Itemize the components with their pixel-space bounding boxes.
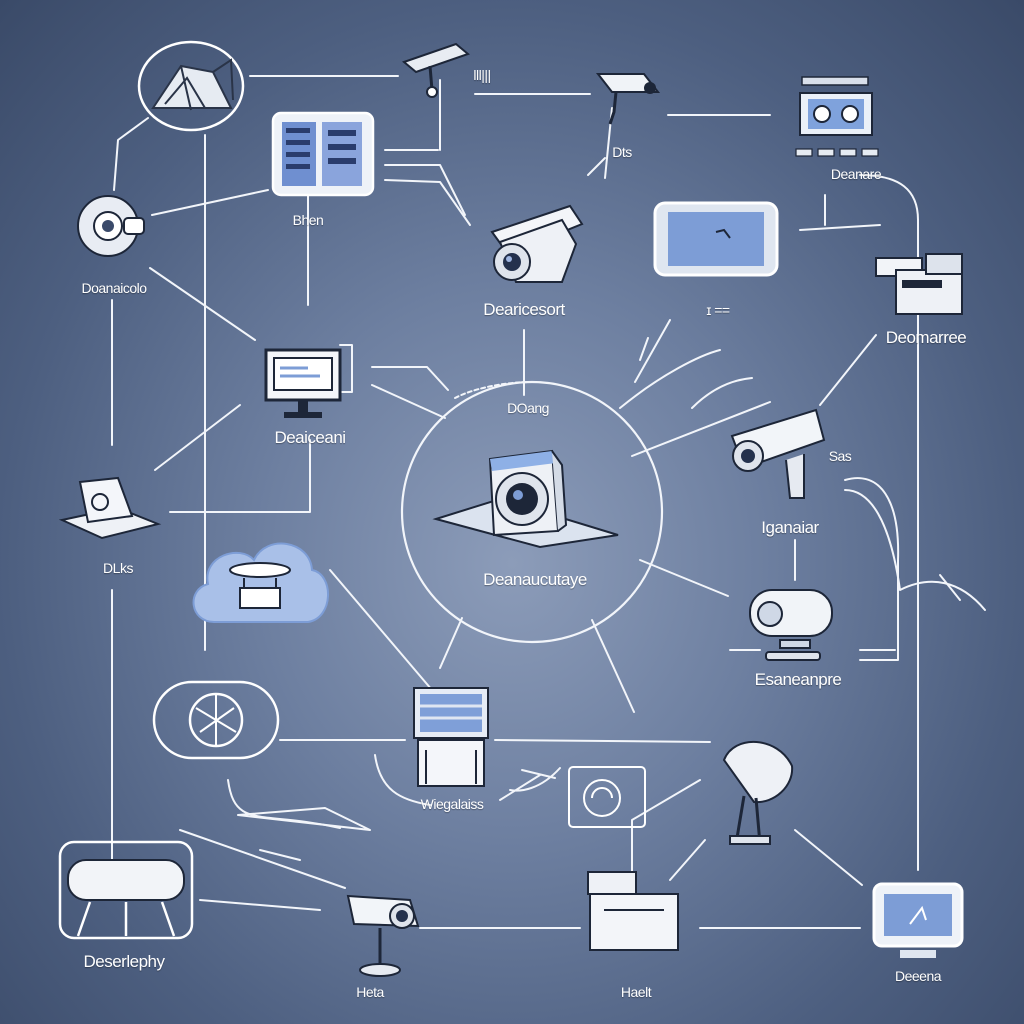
scanner-label: DLks (103, 560, 133, 576)
projector-right-label: Esaneanpre (754, 670, 842, 689)
cloud-router-icon (192, 542, 329, 623)
fridge-icon (413, 687, 489, 787)
monitor-left-icon (264, 348, 342, 418)
appliance-icon (587, 871, 679, 951)
security-camera-icon (595, 73, 661, 125)
fridge-center-label: Wiegalaiss (420, 796, 484, 812)
control-panel-icon (271, 111, 375, 197)
rail-camera-icon (401, 42, 471, 98)
printer-right-label: Deomarree (885, 328, 967, 347)
tent-icon (137, 40, 245, 132)
camera-bottom-icon (346, 894, 420, 977)
box-right-top-label: Deanare (830, 166, 882, 182)
monitor-bottom-label: Deeena (894, 968, 942, 984)
air-unit-icon (58, 840, 194, 940)
panel-label: Bhen (292, 212, 324, 228)
monitor-bottom-icon (872, 882, 964, 958)
camera-bottom-label: Heta (356, 984, 384, 1000)
fan-icon (152, 680, 280, 760)
small-label-mid: ɪ == (706, 302, 730, 318)
camera-right-icon (730, 408, 826, 499)
tablet-icon (653, 201, 779, 277)
camera-right-label: Iganaiar (761, 518, 819, 537)
monitor-left-label: Deaiceani (274, 428, 346, 447)
camera-center-label: Dearicesort (483, 300, 565, 319)
media-box-icon (795, 76, 879, 157)
projector-icon (749, 589, 833, 661)
camera-top-mid-label: Dts (612, 144, 632, 160)
kitchen-bottom-label: Haelt (620, 984, 652, 1000)
thermostat-icon (568, 766, 646, 828)
printer-icon (875, 253, 963, 315)
scanner-icon (58, 476, 162, 540)
lens-left-label: Doanaicolo (81, 280, 147, 296)
camera-right-small: Sas (828, 448, 852, 464)
hub-title: DOang (507, 400, 549, 416)
tube-left-label: Deserlephy (83, 952, 166, 971)
satellite-dish-icon (722, 740, 794, 845)
hub-camera-icon (432, 449, 619, 549)
cam-top-label: lll||| (473, 67, 491, 83)
bullet-camera-icon (490, 204, 584, 283)
hub-label: Deanaucutaye (483, 570, 587, 589)
lens-camera-icon (77, 195, 145, 257)
